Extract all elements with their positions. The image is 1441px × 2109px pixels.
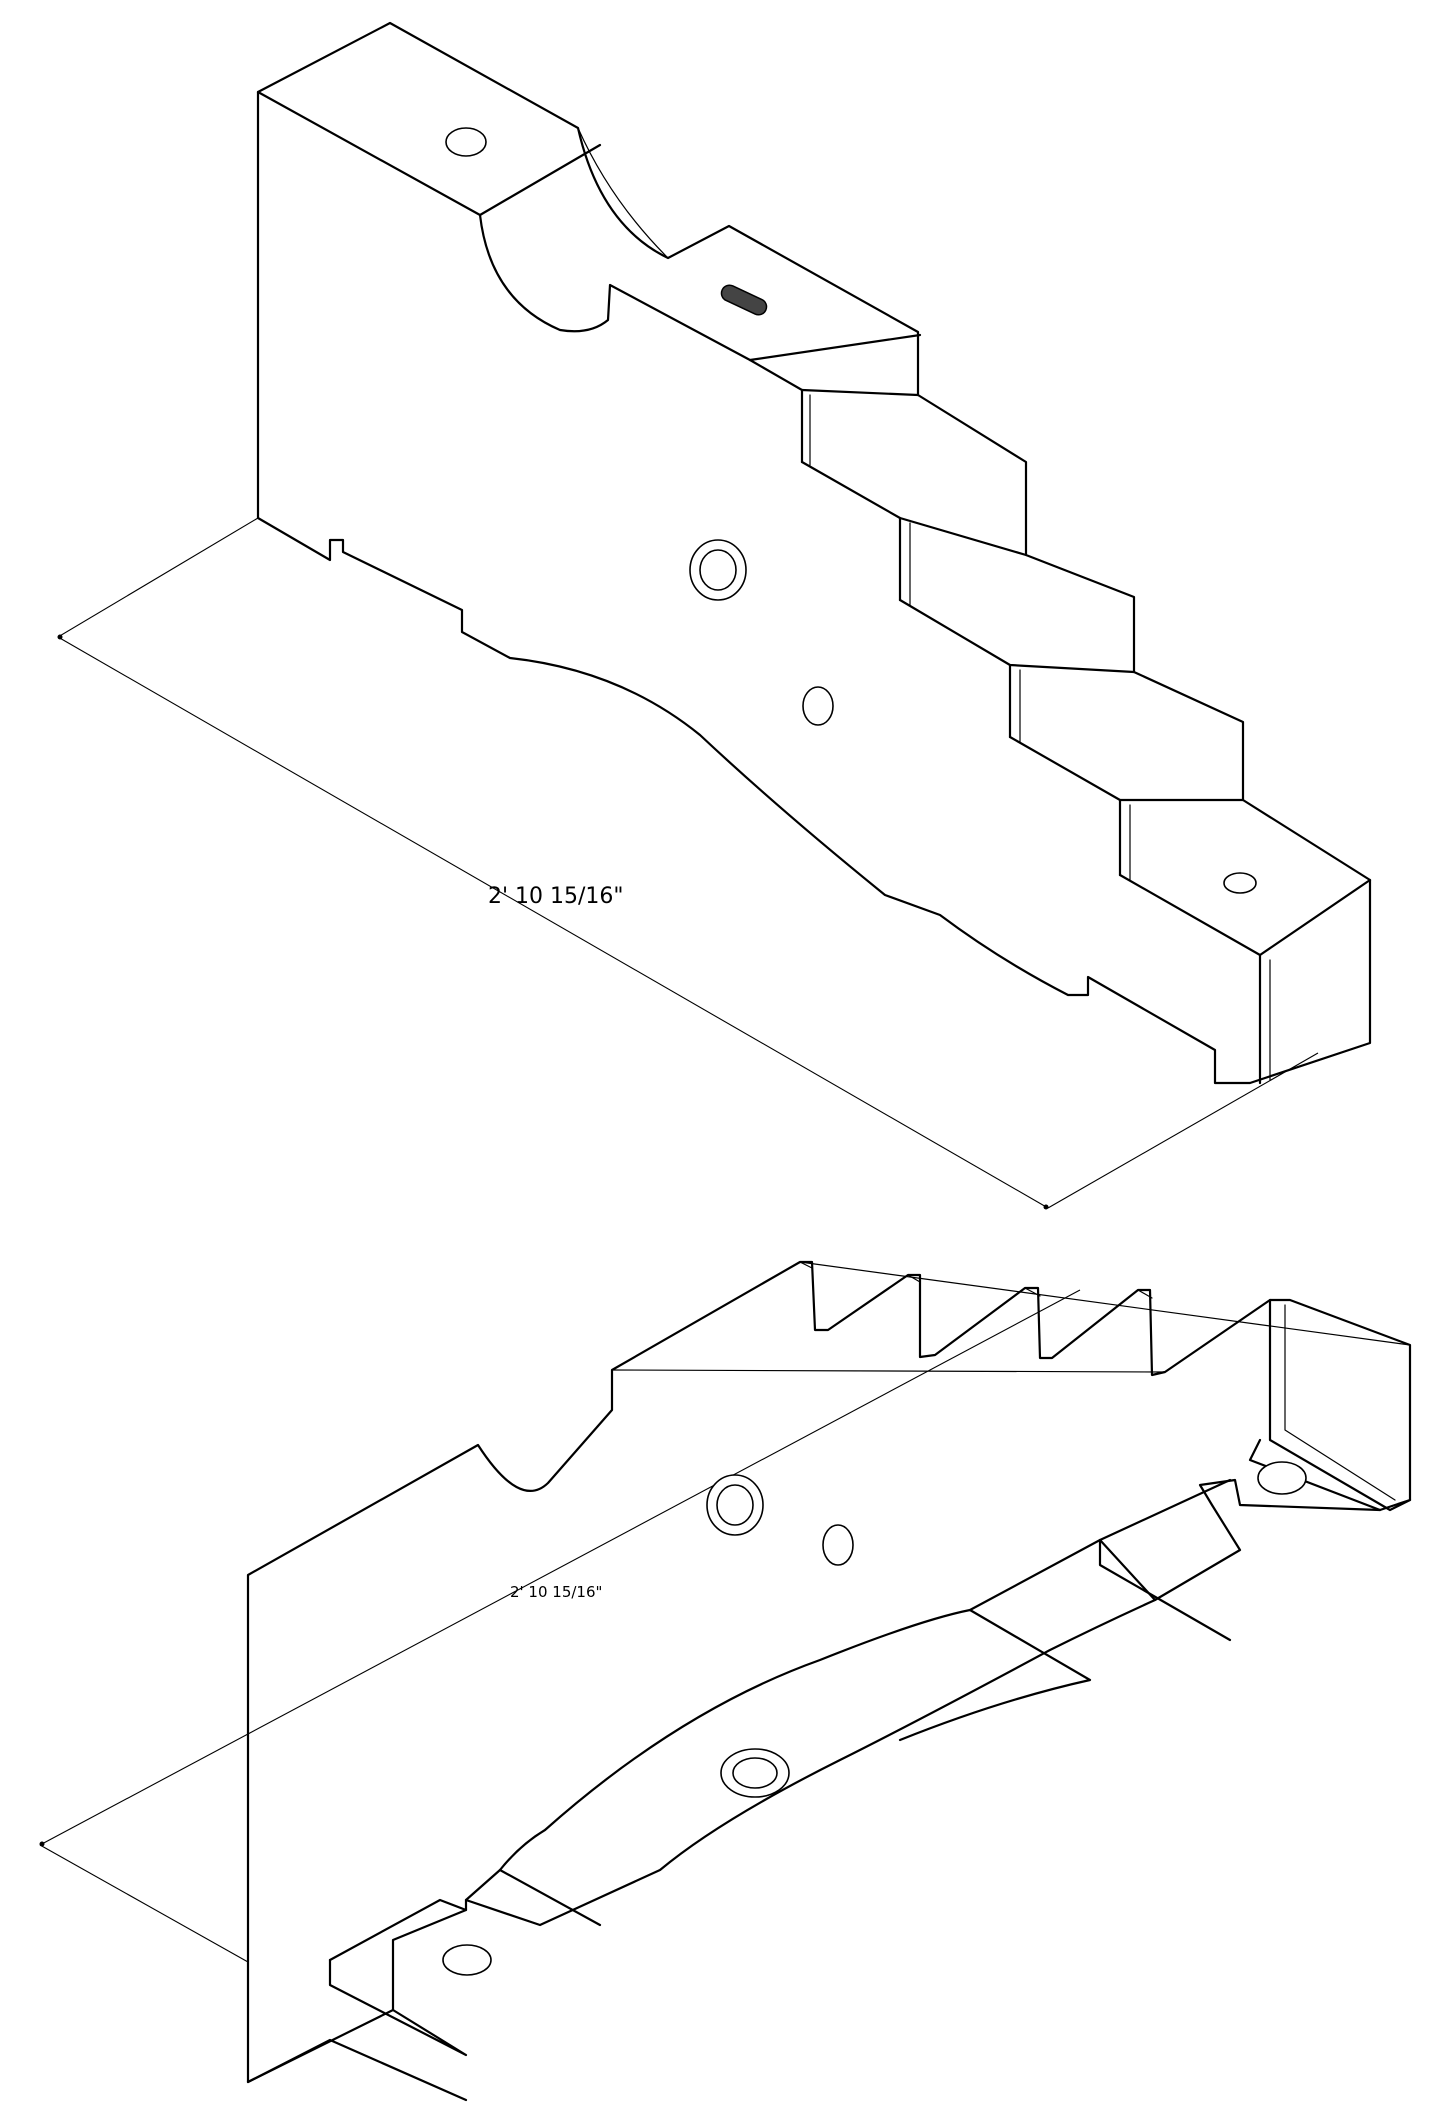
top-arch-cut — [478, 213, 922, 362]
bottom-dimension-line — [39, 1289, 1081, 1846]
top-dimension-line — [57, 636, 1049, 1209]
bottom-body-outline — [246, 1260, 1412, 2084]
top-dimension-label: 2' 10 15/16" — [488, 884, 624, 909]
top-hole-3 — [1223, 872, 1257, 894]
top-step-1 — [748, 358, 804, 464]
top-extension-left — [57, 517, 259, 638]
top-view-part: 2' 10 15/16" — [57, 21, 1372, 1210]
bottom-dimension-label: 2' 10 15/16" — [510, 1583, 602, 1601]
top-hole-2 — [802, 686, 834, 726]
top-step-2 — [800, 460, 1028, 557]
bottom-counterbore-2-inner — [732, 1757, 778, 1789]
top-counterbore-inner — [699, 549, 737, 591]
top-step-4 — [1008, 735, 1245, 802]
top-slot — [720, 284, 768, 316]
bottom-hole-1 — [822, 1524, 854, 1566]
bottom-curved-face-edge — [498, 1538, 1157, 1872]
bottom-hole-3 — [442, 1944, 492, 1976]
top-hole-1 — [445, 127, 487, 157]
bottom-counterbore-inner — [716, 1484, 754, 1526]
bottom-hole-2 — [1257, 1461, 1307, 1495]
bottom-view-part: 2' 10 15/16" — [39, 1260, 1412, 2102]
top-body-outline — [256, 21, 1372, 1085]
top-extension-right — [1047, 1052, 1319, 1209]
top-step-3 — [898, 598, 1136, 674]
